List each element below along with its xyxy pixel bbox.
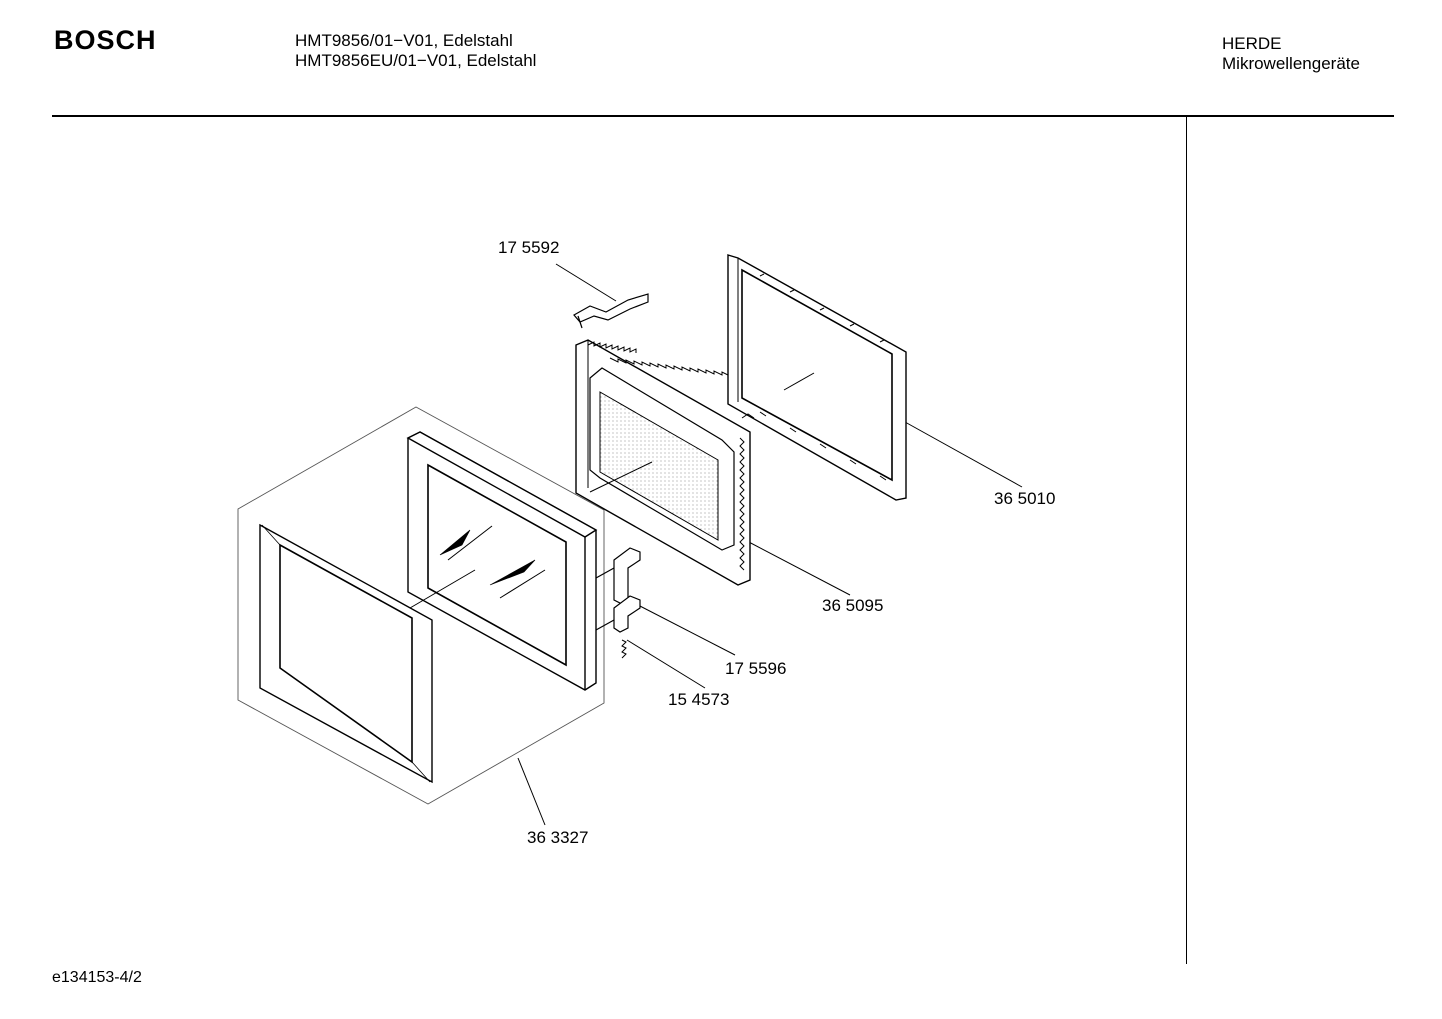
part-label-365095: 36 5095 <box>822 596 884 615</box>
outer-frame-tabs <box>741 273 887 481</box>
leader-lines <box>517 263 1023 826</box>
part-label-365010: 36 5010 <box>994 489 1056 508</box>
model-line-1: HMT9856/01−V01, Edelstahl <box>295 31 513 50</box>
connector-line-outer-glass <box>409 569 476 609</box>
leader-line-365010 <box>904 421 1023 488</box>
model-line-2: HMT9856EU/01−V01, Edelstahl <box>295 51 537 70</box>
part-label-363327: 36 3327 <box>527 828 589 847</box>
model-list: HMT9856/01−V01, Edelstahl HMT9856EU/01−V… <box>295 31 536 71</box>
appliance-category: HERDE Mikrowellengeräte <box>1222 34 1360 74</box>
leader-line-154573 <box>626 639 706 689</box>
header-divider <box>52 115 1394 117</box>
category-line-1: HERDE <box>1222 34 1282 53</box>
leader-line-363327 <box>517 757 546 826</box>
part-label-175596: 17 5596 <box>725 659 787 678</box>
door-assembly-outline <box>237 406 605 805</box>
inner-door-frame <box>575 339 751 586</box>
top-bracket <box>573 293 649 329</box>
hinge-clips <box>595 547 641 659</box>
footer-drawing-code: e134153-4/2 <box>52 969 142 986</box>
connector-line-glass-inner <box>589 461 653 493</box>
inner-door-crenellations <box>587 341 745 571</box>
leader-line-365095 <box>744 539 851 596</box>
brand-logo: BOSCH <box>54 25 157 55</box>
leader-line-175596 <box>637 604 736 656</box>
category-line-2: Mikrowellengeräte <box>1222 54 1360 73</box>
sidebar-divider <box>1186 117 1187 964</box>
part-label-154573: 15 4573 <box>668 690 730 709</box>
outer-door-panel <box>259 523 433 784</box>
glass-door-panel <box>406 431 598 691</box>
outer-frame <box>727 254 907 501</box>
leader-line-175592 <box>555 263 617 302</box>
part-label-175592: 17 5592 <box>498 238 560 257</box>
